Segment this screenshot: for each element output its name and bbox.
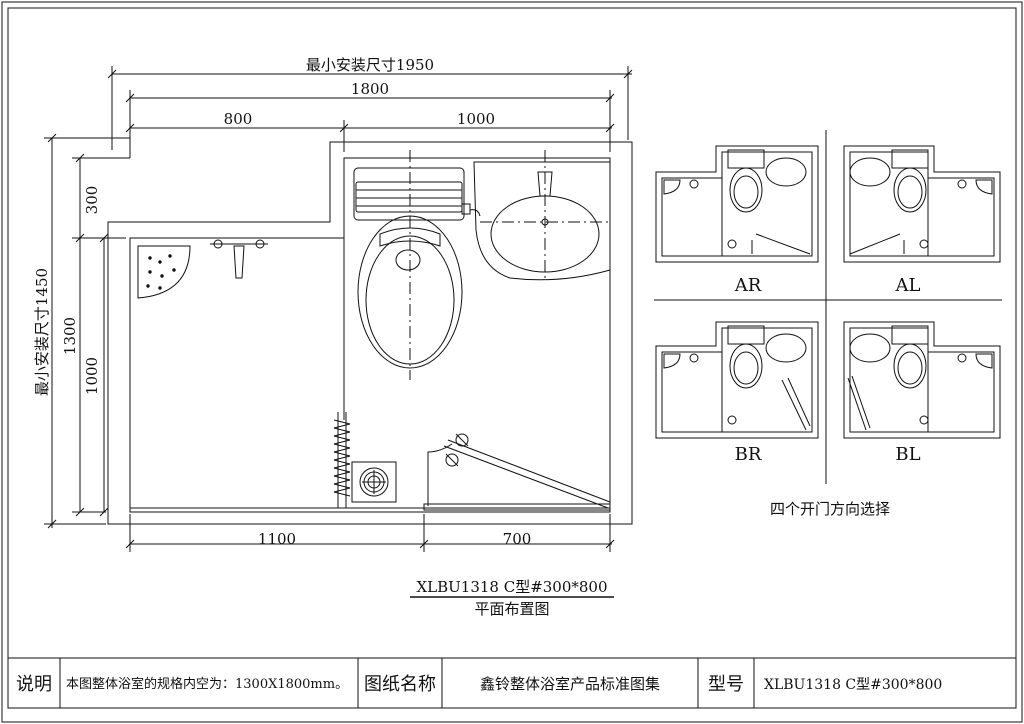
title-block-frame [8,657,1016,708]
dim-bottom-left: 1100 [258,530,296,548]
title-model-value: XLBU1318 C型#300*800 [764,677,942,693]
door-option-label-al: AL [895,275,921,296]
dim-overall-depth: 1300 [61,317,79,355]
dim-overall-width: 1800 [351,80,389,98]
floor-plan [107,141,633,525]
title-model-label: 型号 [708,674,744,695]
dim-upper-left-depth: 300 [83,186,101,215]
title-drawing-name: 鑫铃整体浴室产品标准图集 [480,675,660,693]
door-option-label-br: BR [735,444,762,465]
dim-lower-depth: 1000 [83,357,101,395]
dimension-lines [44,66,633,552]
door-option-al-plan [843,145,1001,263]
door-option-bl-plan [843,321,1001,439]
door-option-br-plan [655,321,819,439]
door-option-label-bl: BL [895,444,920,465]
door-option-label-ar: AR [734,275,762,296]
dim-right-width: 1000 [457,110,495,128]
plan-caption: 平面布置图 [474,600,549,618]
title-note-label: 说明 [16,674,52,695]
door-options-caption: 四个开门方向选择 [770,500,890,518]
dim-min-install-depth: 最小安装尺寸1450 [33,268,51,396]
title-note-text: 本图整体浴室的规格内空为：1300X1800mm。 [66,676,348,692]
dim-bottom-right: 700 [503,530,532,548]
title-drawing-name-label: 图纸名称 [364,674,436,695]
dim-left-width: 800 [224,110,253,128]
door-option-ar-plan [655,145,819,263]
door-options-grid [654,130,1002,484]
dim-min-install-width: 最小安装尺寸1950 [306,56,434,74]
plan-model-code: XLBU1318 C型#300*800 [416,578,607,596]
